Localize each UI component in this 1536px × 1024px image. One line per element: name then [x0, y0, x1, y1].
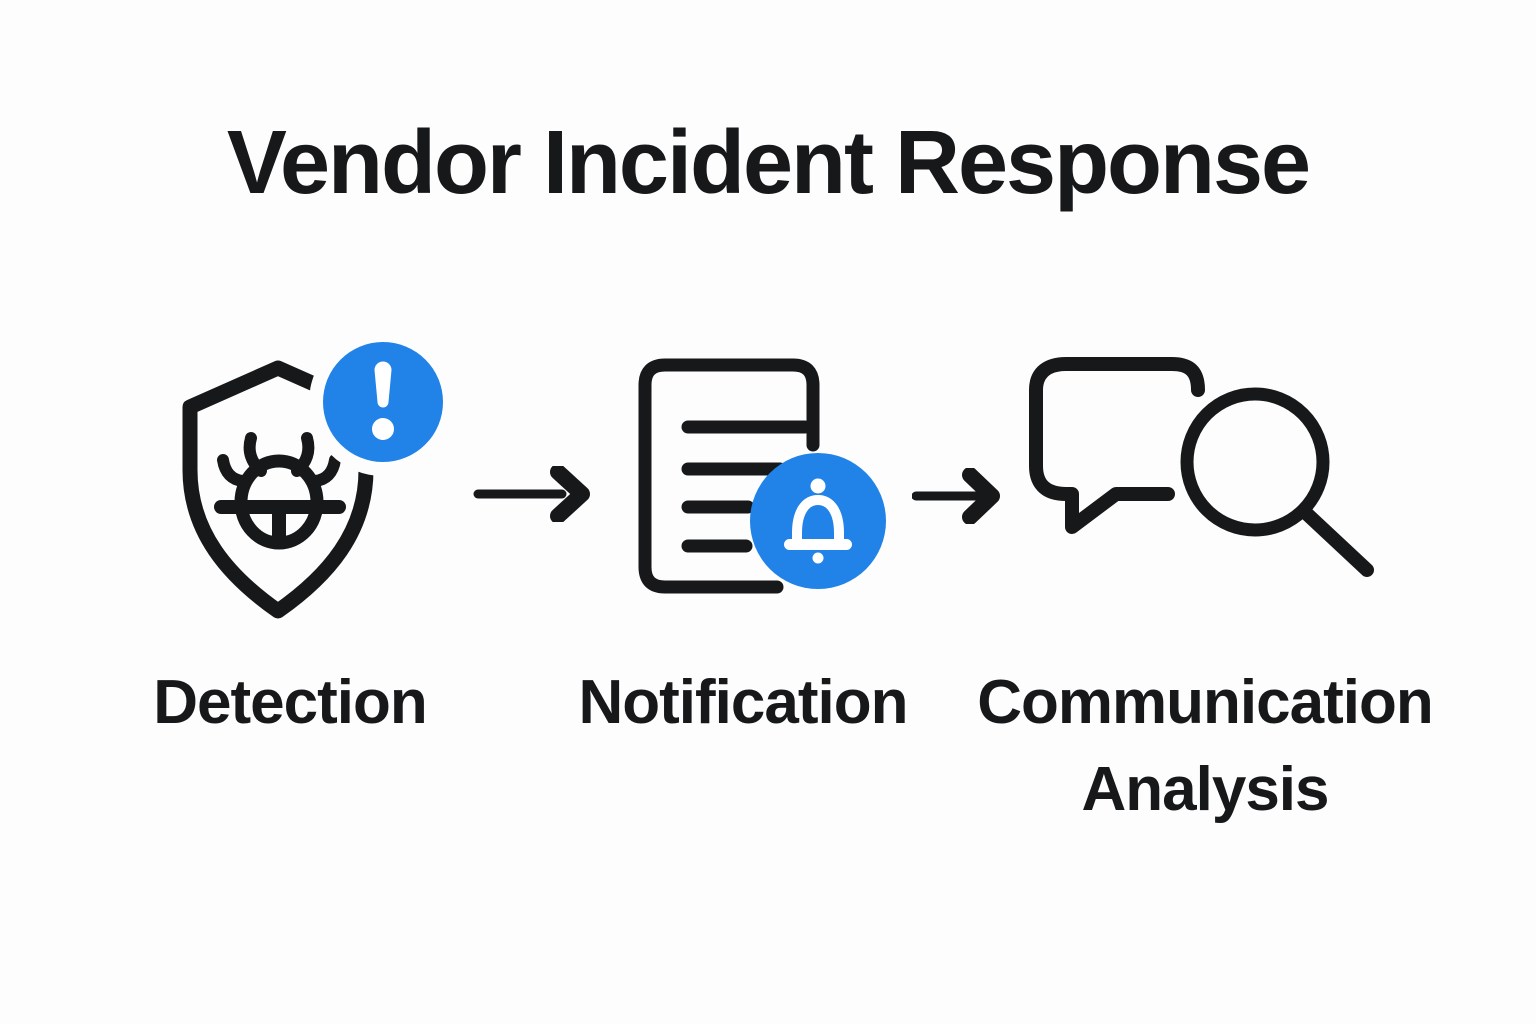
- bell-badge-icon: [750, 453, 886, 589]
- magnifier-icon: [1180, 387, 1374, 577]
- connector-1: [472, 464, 590, 527]
- step-detection-icon-group: [140, 328, 460, 630]
- step-notification-icon-group: [620, 330, 920, 630]
- step-label-detection: Detection: [153, 668, 427, 737]
- shield-icon: [182, 360, 374, 619]
- speech-bubble-icon: [1029, 357, 1205, 534]
- document-bell-icon: [638, 358, 886, 594]
- chat-search-icon: [1029, 357, 1374, 577]
- arrow-right-icon: [911, 467, 1000, 525]
- alert-exclamation-badge-icon: [323, 342, 443, 462]
- bug-icon: [214, 432, 346, 550]
- step-communication-analysis-icon-group: [1020, 330, 1380, 630]
- diagram-title: Vendor Incident Response: [226, 113, 1311, 213]
- step-label-notification: Notification: [578, 668, 909, 737]
- document-icon: [638, 358, 820, 594]
- step-label-communication-analysis: Communication Analysis: [977, 668, 1433, 824]
- connector-2: [911, 467, 1004, 529]
- shield-bug-alert-icon: [182, 328, 457, 619]
- arrow-right-icon: [473, 464, 590, 524]
